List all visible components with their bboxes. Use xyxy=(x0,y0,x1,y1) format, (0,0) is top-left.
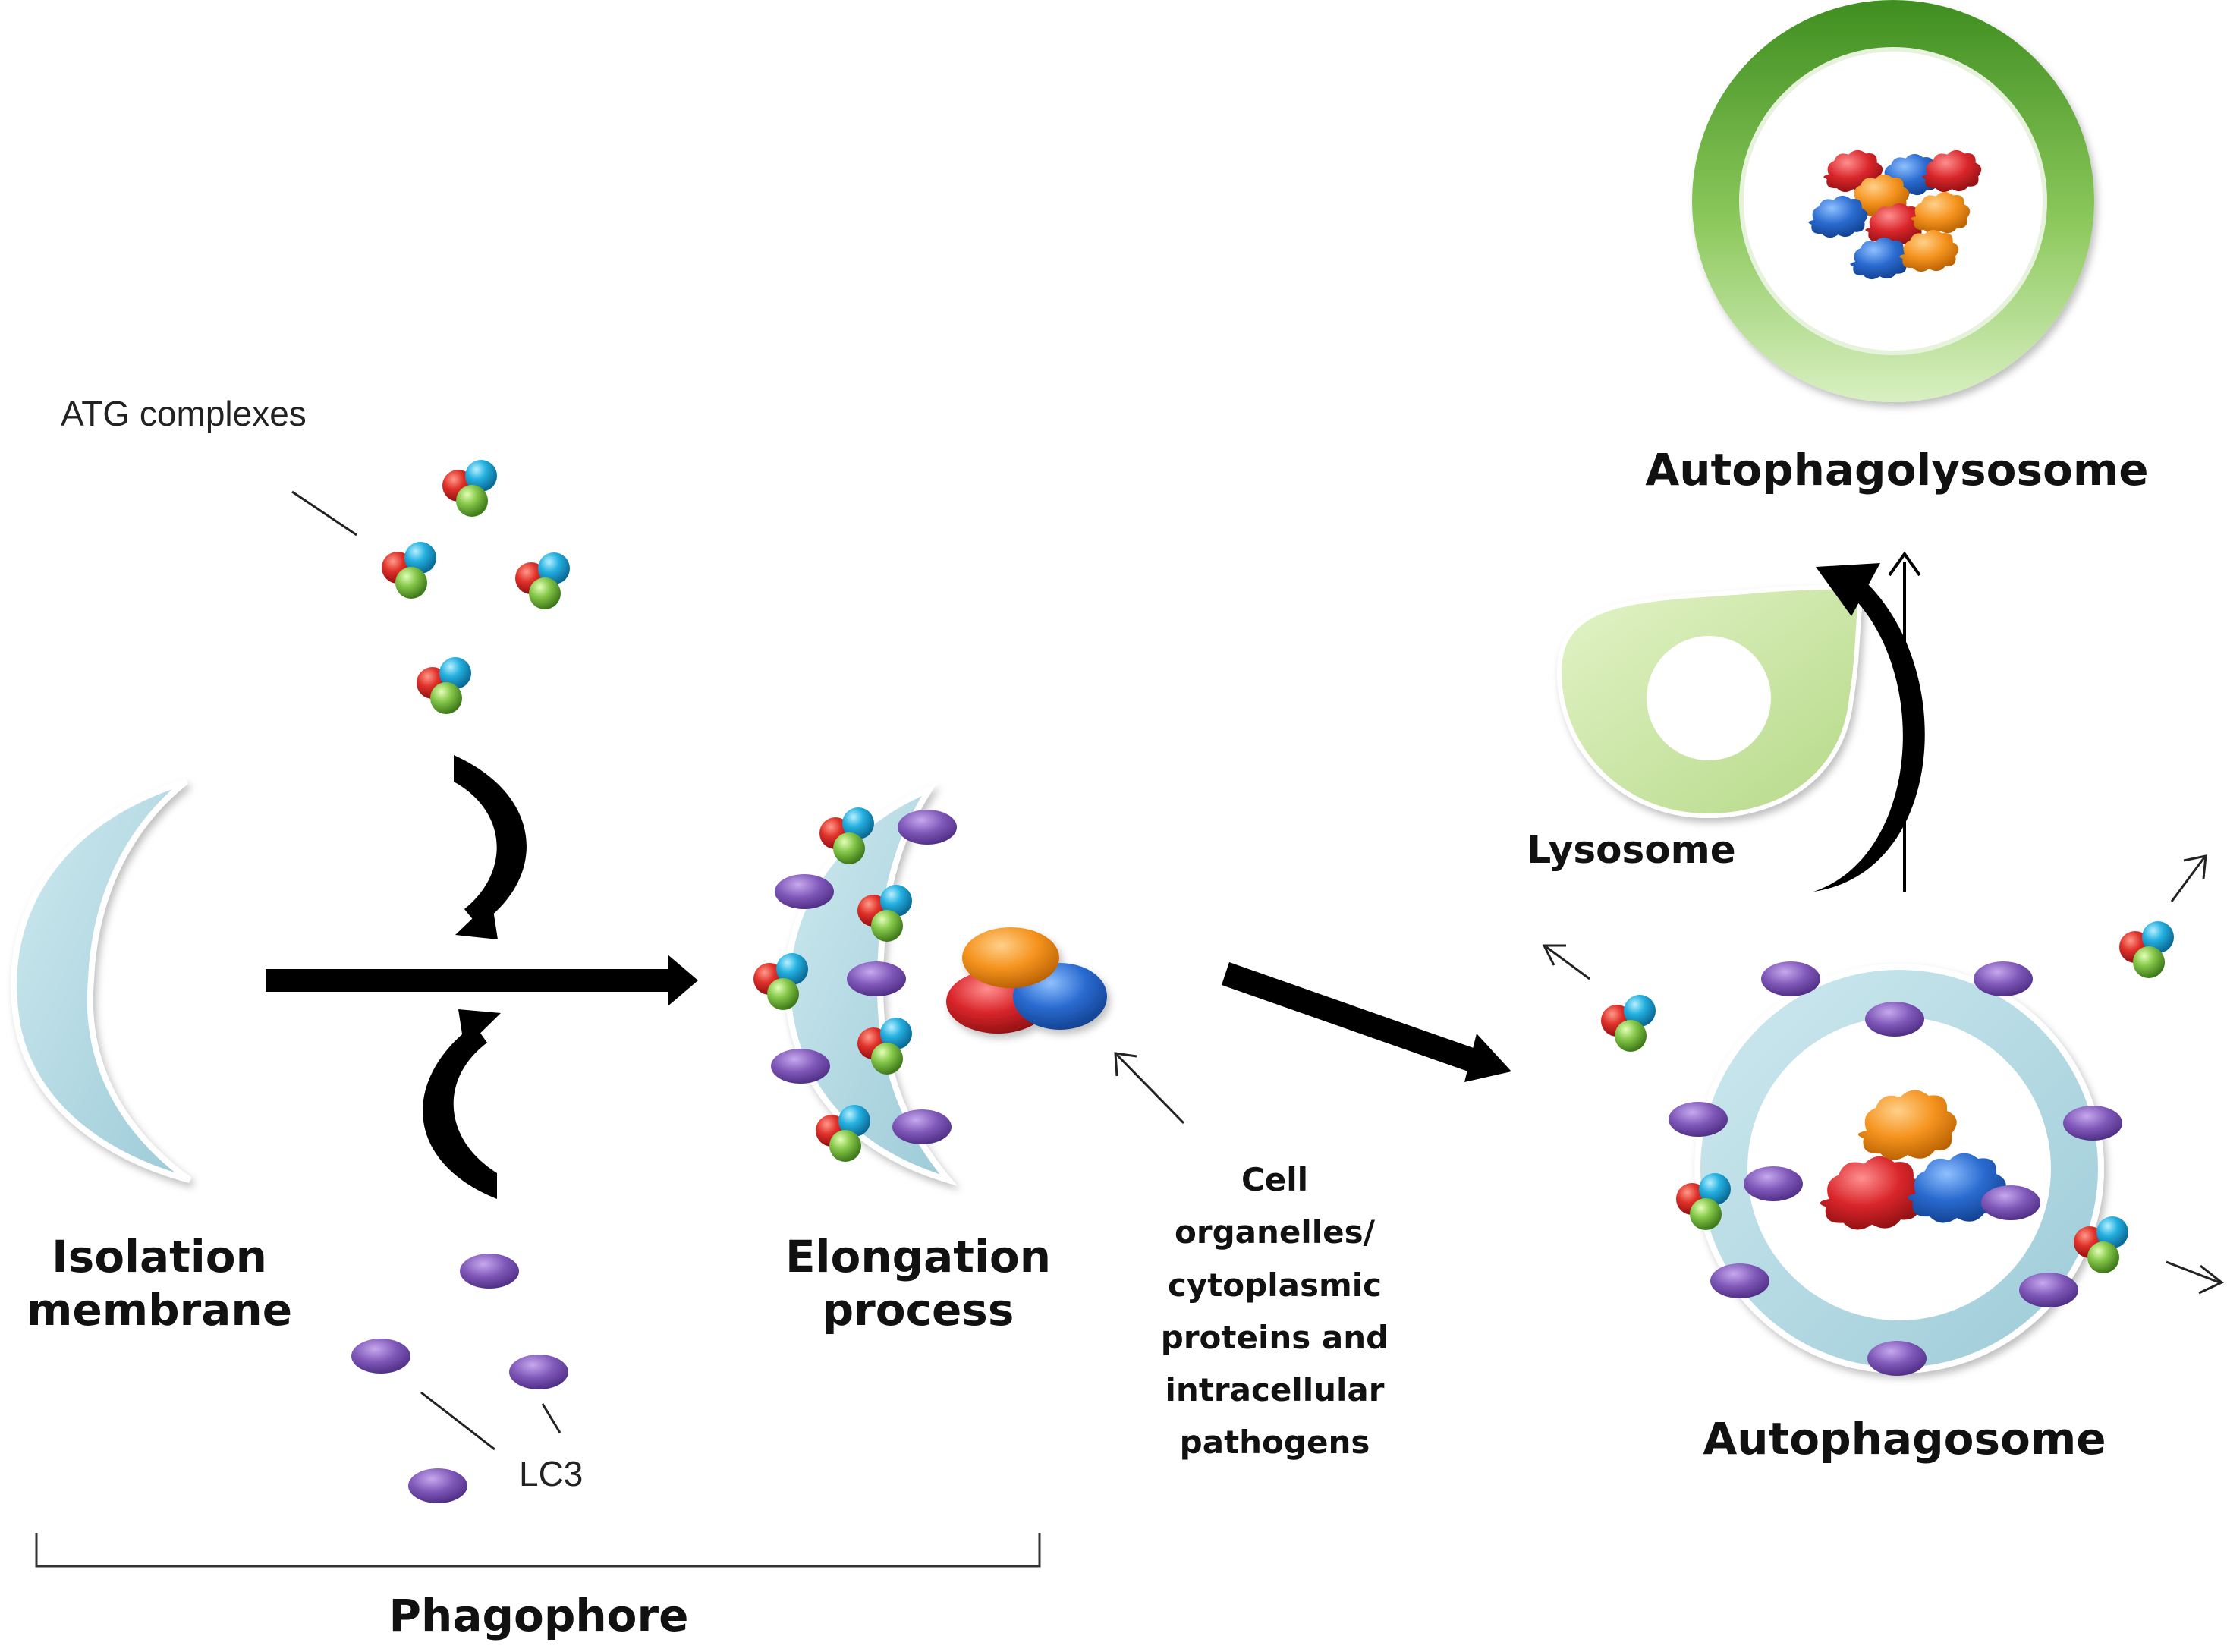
lysosome-label: Lysosome xyxy=(1527,828,1736,872)
lc3-leader-line xyxy=(420,1391,495,1451)
autophagosome-label: Autophagosome xyxy=(1703,1413,2106,1465)
atg-complex xyxy=(816,1105,870,1162)
cargo-leader-line xyxy=(1115,1053,1185,1125)
atg-complex xyxy=(515,552,570,609)
curved-arrow-lc3-in xyxy=(423,1009,501,1199)
lc3-molecule xyxy=(847,961,906,996)
lc3-leader-line xyxy=(541,1403,561,1433)
isolation-membrane-crescent xyxy=(11,779,192,1183)
lc3-molecule xyxy=(771,1049,830,1084)
arrow-to-elongation xyxy=(266,955,698,1006)
lc3-molecule xyxy=(408,1468,467,1503)
released-atg-complexes xyxy=(1542,854,2224,1295)
cargo-organelles xyxy=(946,927,1107,1034)
elongation-process-label: Elongation process xyxy=(785,1231,1052,1336)
cargo-label: Cell organelles/ cytoplasmic proteins an… xyxy=(1160,1161,1389,1462)
isolation-membrane-label: Isolation membrane xyxy=(26,1231,293,1336)
phagophore-label: Phagophore xyxy=(388,1590,689,1641)
lysosome xyxy=(1556,583,1867,819)
lc3-label: LC3 xyxy=(519,1454,583,1493)
arrow-to-autophagosome xyxy=(1222,962,1511,1082)
atg-complex-cluster xyxy=(382,460,570,714)
atg-complexes-label: ATG complexes xyxy=(61,394,307,433)
curved-arrow-atg-in xyxy=(454,755,527,939)
atg-complex xyxy=(382,542,436,599)
elongation-attached-proteins xyxy=(753,807,957,1162)
autophagolysosome-label: Autophagolysosome xyxy=(1645,444,2149,496)
lc3-molecule xyxy=(775,874,834,909)
lc3-molecule xyxy=(898,810,957,845)
lc3-molecule xyxy=(509,1355,568,1389)
atg-leader-line xyxy=(291,490,357,537)
atg-complex xyxy=(442,460,497,517)
lc3-molecule xyxy=(892,1109,952,1144)
atg-complex xyxy=(417,657,471,714)
phagophore-bracket xyxy=(35,1533,1041,1568)
lc3-molecule xyxy=(460,1254,519,1289)
lc3-molecule xyxy=(351,1339,410,1374)
fusion-arrows xyxy=(1813,551,1925,892)
